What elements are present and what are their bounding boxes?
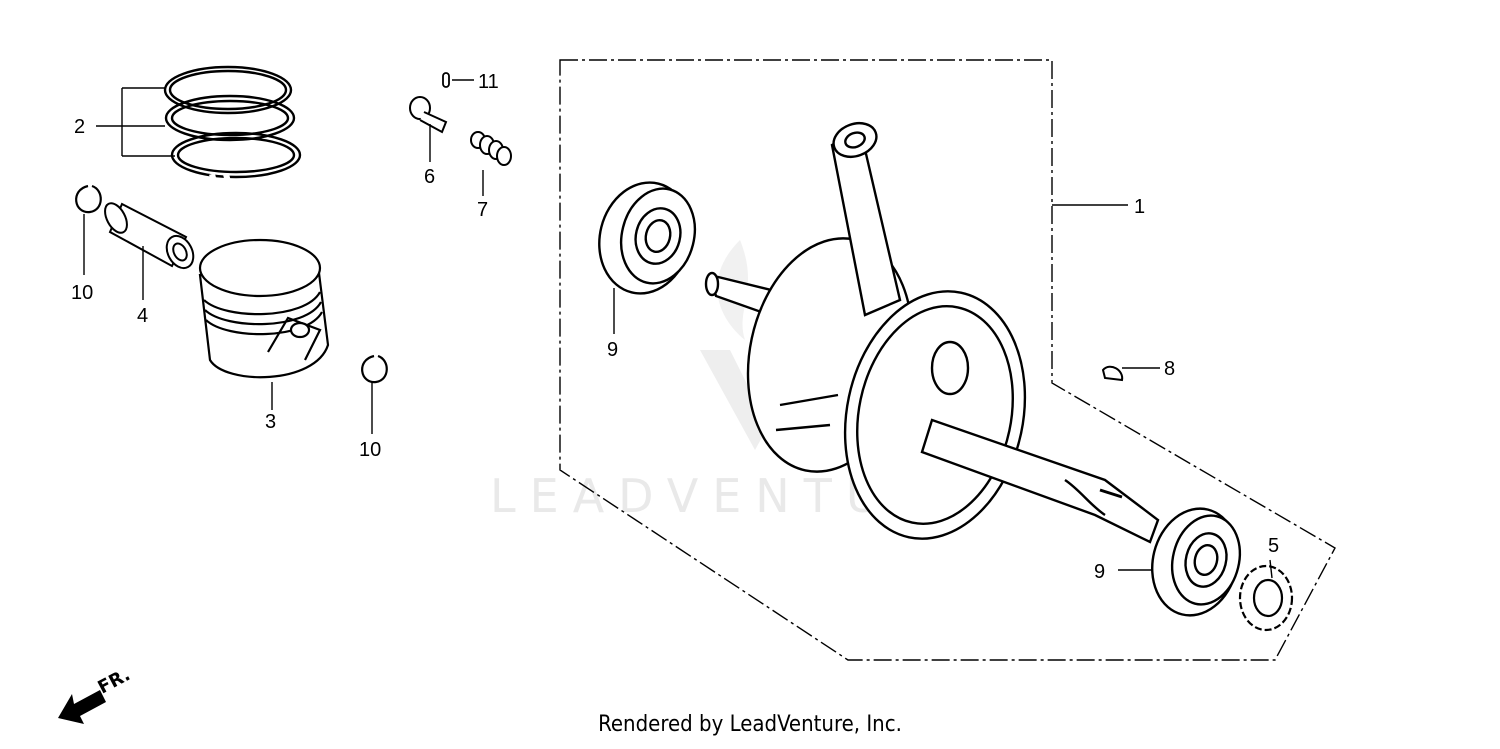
callout-6: 6: [424, 166, 435, 188]
callout-9-left: 9: [607, 339, 618, 361]
key-8: [1101, 365, 1124, 382]
callout-4: 4: [137, 305, 148, 327]
assembly-boundary: [559, 59, 1336, 661]
leader-lines: [83, 79, 1273, 579]
callout-7: 7: [477, 199, 488, 221]
callout-11: 11: [478, 71, 499, 93]
sprocket-5: [1238, 564, 1294, 632]
callout-8: 8: [1164, 358, 1175, 380]
callout-9-right: 9: [1094, 561, 1105, 583]
bearing-left: [598, 181, 697, 295]
piston: [198, 238, 330, 379]
piston-pin: [104, 202, 195, 270]
spring-7: [470, 131, 512, 166]
crankshaft: [704, 121, 1160, 544]
callout-10-left: 10: [71, 282, 93, 304]
callout-5: 5: [1268, 535, 1279, 557]
pin-11: [442, 72, 450, 88]
circlip-upper: [75, 184, 102, 214]
arrow-icon: [58, 690, 106, 724]
callout-2: 2: [74, 116, 85, 138]
bolt-6: [409, 96, 448, 134]
bearing-right: [1151, 507, 1242, 617]
callout-1: 1: [1134, 196, 1145, 218]
callout-3: 3: [265, 411, 276, 433]
footer-credit: Rendered by LeadVenture, Inc.: [598, 712, 902, 737]
callout-10-right: 10: [359, 439, 381, 461]
piston-rings: [163, 65, 302, 183]
circlip-lower: [361, 354, 388, 384]
